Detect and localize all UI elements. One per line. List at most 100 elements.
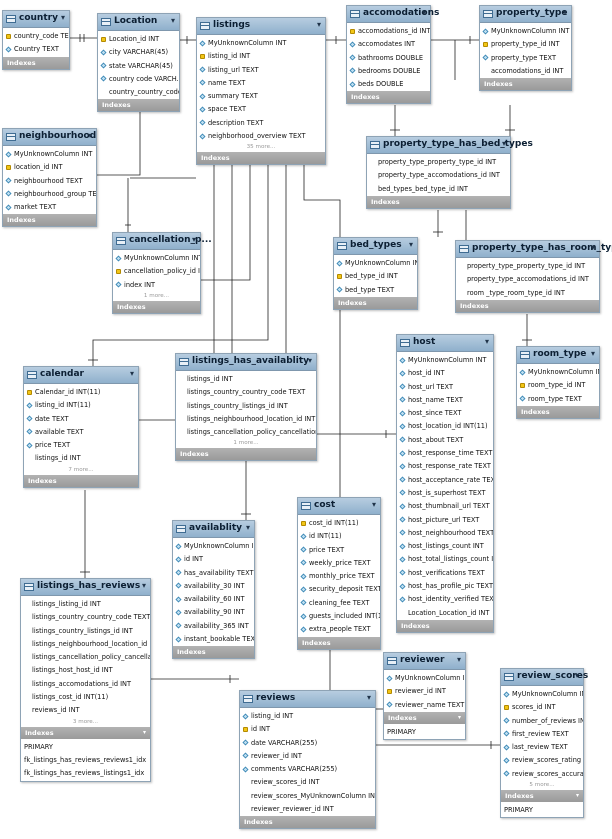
column-row[interactable]: last_review TEXT — [501, 741, 583, 754]
column-row[interactable]: neighbourhood TEXT — [3, 175, 96, 188]
table-header[interactable]: room_type▾ — [517, 347, 599, 364]
collapse-arrow-icon[interactable]: ▾ — [191, 235, 196, 244]
table-header[interactable]: reviewer▾ — [384, 653, 465, 670]
column-row[interactable]: listings_listing_id INT — [21, 598, 150, 611]
column-row[interactable]: room_type_id INT — [517, 379, 599, 392]
table-lhr[interactable]: listings_has_reviews▾listings_listing_id… — [20, 578, 151, 782]
column-row[interactable]: listing_id INT(11) — [24, 399, 138, 412]
table-header[interactable]: property_type_has_room_type▾ — [456, 241, 612, 258]
column-row[interactable]: listings_accomodations_id INT — [21, 678, 150, 691]
indexes-section[interactable]: Indexes — [113, 300, 200, 313]
column-row[interactable]: name TEXT — [197, 77, 325, 90]
column-row[interactable]: listings_cancellation_policy_cancellatio… — [176, 426, 316, 439]
column-row[interactable]: price TEXT — [298, 544, 380, 557]
table-header[interactable]: property_type_has_bed_types▾ — [367, 137, 533, 154]
column-row[interactable]: Location_id INT — [98, 33, 179, 46]
index-entry[interactable]: PRIMARY — [24, 742, 53, 751]
table-header[interactable]: listings_has_availablity▾ — [176, 354, 316, 371]
column-row[interactable]: review_scores_accura... — [501, 768, 583, 781]
indexes-section[interactable]: Indexes — [3, 56, 69, 69]
collapse-arrow-icon[interactable]: ▾ — [245, 523, 250, 532]
column-row[interactable]: date TEXT — [24, 413, 138, 426]
column-row[interactable]: host_name TEXT — [397, 394, 493, 407]
column-row[interactable]: property_type_property_type_id INT — [456, 260, 599, 273]
column-row[interactable]: description TEXT — [197, 117, 325, 130]
column-row[interactable]: review_scores_MyUnknownColumn INT — [240, 790, 375, 803]
table-ptbed[interactable]: property_type_has_bed_types▾ property_typ… — [366, 136, 533, 209]
column-row[interactable]: listings_id INT — [176, 373, 316, 386]
more-columns[interactable]: 7 more... — [68, 466, 94, 473]
column-row[interactable]: MyUnknownColumn INT — [517, 366, 599, 379]
collapse-arrow-icon[interactable]: ▾ — [590, 349, 595, 358]
column-row[interactable]: listings_country_country_code TEXT — [176, 386, 316, 399]
column-row[interactable]: date VARCHAR(255) — [240, 737, 375, 750]
column-row[interactable]: price TEXT — [24, 439, 138, 452]
column-row[interactable]: MyUnknownColumn INT — [197, 37, 325, 50]
column-row[interactable]: cleaning_fee TEXT — [298, 597, 380, 610]
table-header[interactable]: review_scores▾ — [501, 669, 588, 686]
column-row[interactable]: reviews_id INT — [21, 704, 150, 717]
column-row[interactable]: listing_url TEXT — [197, 64, 325, 77]
column-row[interactable]: bedrooms DOUBLE — [347, 65, 430, 78]
column-row[interactable]: listings_neighbourhood_location_id INT — [21, 638, 150, 651]
column-row[interactable]: scores_id INT — [501, 701, 583, 714]
column-row[interactable]: number_of_reviews INT — [501, 715, 583, 728]
indexes-arrow-icon[interactable]: ▾ — [575, 792, 579, 800]
column-row[interactable]: property_type_property_type_id INT — [367, 156, 510, 169]
collapse-arrow-icon[interactable]: ▾ — [574, 671, 579, 680]
collapse-arrow-icon[interactable]: ▾ — [484, 337, 489, 346]
column-row[interactable]: room_type TEXT — [517, 393, 599, 406]
column-row[interactable]: listings_neighbourhood_location_id INT — [176, 413, 316, 426]
index-entry[interactable]: PRIMARY — [387, 727, 416, 736]
column-row[interactable]: host_has_profile_pic TEXT — [397, 580, 493, 593]
column-row[interactable]: country code VARCH... — [98, 73, 179, 86]
column-row[interactable]: MyUnknownColumn INT — [3, 148, 96, 161]
indexes-arrow-icon[interactable]: ▾ — [457, 713, 461, 721]
indexes-section[interactable]: Indexes▾ — [501, 790, 583, 803]
index-entry[interactable]: fk_listings_has_reviews_listings1_idx — [24, 769, 145, 778]
column-row[interactable]: listing_id INT — [197, 50, 325, 63]
column-row[interactable]: bed_types_bed_type_id INT — [367, 183, 510, 196]
column-row[interactable]: neighbourhood_group TEXT — [3, 188, 96, 201]
column-row[interactable]: listings_country_listings_id INT — [21, 625, 150, 638]
table-ptroom[interactable]: property_type_has_room_type▾ property_typ… — [455, 240, 612, 313]
column-row[interactable]: instant_bookable TEXT — [173, 633, 254, 646]
indexes-section[interactable]: Indexes▾ — [384, 711, 465, 724]
table-header[interactable]: country▾ — [3, 11, 69, 28]
column-row[interactable]: host_total_listings_count INT — [397, 553, 493, 566]
table-header[interactable]: availablity▾ — [173, 521, 254, 538]
column-row[interactable]: first_review TEXT — [501, 728, 583, 741]
indexes-section[interactable]: Indexes — [298, 636, 380, 649]
column-row[interactable]: bed_type TEXT — [334, 284, 417, 297]
collapse-arrow-icon[interactable]: ▾ — [307, 356, 312, 365]
column-row[interactable]: accomodations_id INT — [480, 65, 571, 78]
more-columns[interactable]: 1 more... — [233, 440, 259, 447]
indexes-section[interactable]: Indexes▾ — [21, 726, 150, 739]
indexes-section[interactable]: Indexes — [456, 299, 599, 312]
column-row[interactable]: review_scores_id INT — [240, 776, 375, 789]
column-row[interactable]: property_type_id INT — [480, 38, 571, 51]
column-row[interactable]: host_listings_count INT — [397, 540, 493, 553]
collapse-arrow-icon[interactable]: ▾ — [316, 20, 321, 29]
column-row[interactable]: bathrooms DOUBLE — [347, 52, 430, 65]
column-row[interactable]: listings_cancellation_policy_cancellatio… — [21, 651, 150, 664]
column-row[interactable]: bed_type_id INT — [334, 270, 417, 283]
column-row[interactable]: extra_people TEXT — [298, 623, 380, 636]
index-entry[interactable]: PRIMARY — [504, 806, 533, 815]
table-cost[interactable]: cost▾cost_id INT(11)id INT(11)price TEXT… — [297, 497, 381, 650]
table-header[interactable]: reviews▾ — [240, 691, 375, 708]
indexes-section[interactable]: Indexes — [240, 816, 375, 829]
table-header[interactable]: calendar▾ — [24, 367, 138, 384]
column-row[interactable]: listings_country_country_code TEXT — [21, 611, 150, 624]
column-row[interactable]: accomodations_id INT — [347, 25, 430, 38]
column-row[interactable]: Location_Location_id INT — [397, 607, 493, 620]
indexes-arrow-icon[interactable]: ▾ — [142, 728, 146, 736]
column-row[interactable]: MyUnknownColumn INT — [173, 540, 254, 553]
collapse-arrow-icon[interactable]: ▾ — [129, 369, 134, 378]
